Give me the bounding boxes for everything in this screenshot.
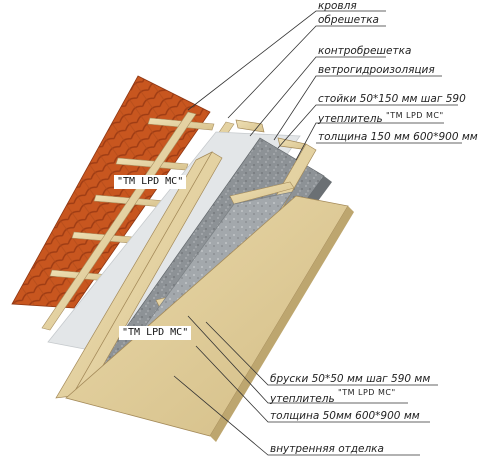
outer-insulation-title: утеплитель <box>318 113 383 125</box>
counter-battens-label: контробрешетка <box>318 45 412 57</box>
inner-insulation-tag: "TM LPD MC" <box>119 326 192 340</box>
roof-tiles <box>11 75 211 309</box>
outer-insulation-brand: "TM LPD MC" <box>386 111 444 120</box>
leader-lines <box>173 10 462 456</box>
inner-insulation-thickness: толщина 50мм 600*900 мм <box>270 410 420 422</box>
outer-insulation-label: утеплитель "TM LPD MC" <box>318 111 444 126</box>
battens-label: обрешетка <box>318 14 379 26</box>
inner-insulation-title: утеплитель <box>270 393 335 405</box>
roofing-label: кровля <box>318 0 357 12</box>
inner-insulation-brand: "TM LPD MC" <box>338 388 396 397</box>
outer-insulation-tag: "TM LPD MC" <box>114 175 187 189</box>
outer-insulation-thickness: толщина 150 мм 600*900 мм <box>318 131 478 143</box>
interior-finish-label: внутренняя отделка <box>270 443 384 455</box>
rafters-label: стойки 50*150 мм шаг 590 <box>318 93 466 105</box>
inner-insulation-label: утеплитель "TM LPD MC" <box>270 388 396 406</box>
bars-label: бруски 50*50 мм шаг 590 мм <box>270 373 431 385</box>
membrane-label: ветрогидроизоляция <box>318 64 435 76</box>
